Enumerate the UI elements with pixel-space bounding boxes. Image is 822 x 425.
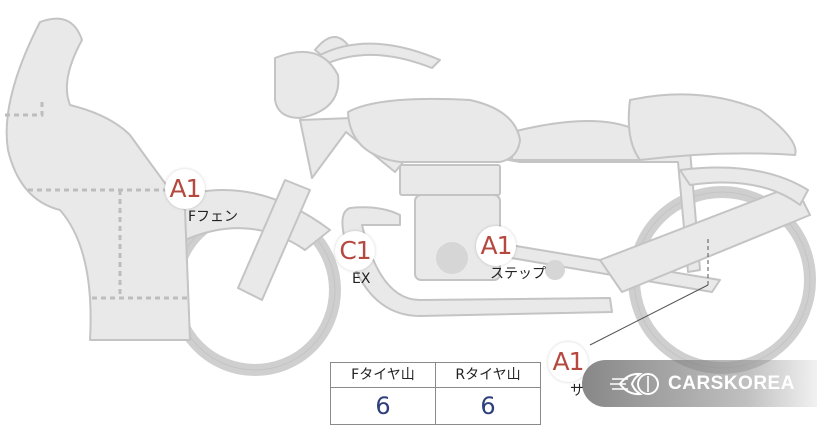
label-front-fender: Fフェン <box>188 209 239 225</box>
headlight <box>274 50 340 119</box>
damage-marker-front-fender: A1 <box>165 169 205 209</box>
front-tire-header: Fタイヤ山 <box>331 363 436 388</box>
muffler <box>599 184 811 293</box>
damage-marker-step: A1 <box>476 226 516 266</box>
fuel-tank <box>347 97 521 163</box>
damage-marker-side: A1 <box>548 342 588 382</box>
carskorea-watermark: CARSKOREA <box>582 360 817 407</box>
label-exhaust: EX <box>352 271 371 287</box>
label-step: ステップ <box>490 266 546 282</box>
tire-tread-table: Fタイヤ山 Rタイヤ山 6 6 <box>330 362 541 425</box>
engine-head <box>399 164 501 196</box>
front-fairing <box>5 17 191 341</box>
carskorea-logo-icon <box>610 372 659 395</box>
rear-tire-header: Rタイヤ山 <box>436 363 540 388</box>
seat <box>511 120 641 161</box>
damage-marker-exhaust: C1 <box>335 231 375 271</box>
front-fork <box>237 179 311 301</box>
watermark-text: CARSKOREA <box>668 372 795 394</box>
leader-line-1 <box>589 284 709 346</box>
rear-fender <box>679 166 809 206</box>
front-tire-value: 6 <box>331 388 436 424</box>
rear-tire-value: 6 <box>480 392 496 420</box>
label-side: サ <box>570 383 584 399</box>
